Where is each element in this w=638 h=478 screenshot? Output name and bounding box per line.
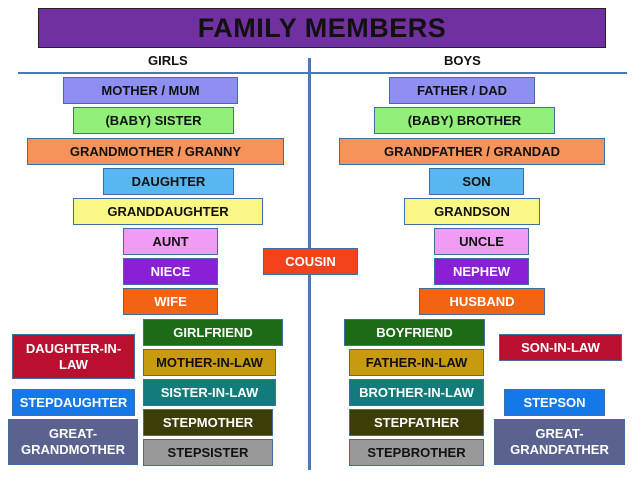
box-boyfriend: BOYFRIEND bbox=[344, 319, 485, 346]
box-father: FATHER / DAD bbox=[389, 77, 535, 104]
box-stepsister: STEPSISTER bbox=[143, 439, 273, 466]
box-nephew: NEPHEW bbox=[434, 258, 529, 285]
box-father-in-law: FATHER-IN-LAW bbox=[349, 349, 484, 376]
box-brother: (BABY) BROTHER bbox=[374, 107, 555, 134]
box-brother-in-law: BROTHER-IN-LAW bbox=[349, 379, 484, 406]
box-stepson: STEPSON bbox=[504, 389, 605, 416]
box-daughter: DAUGHTER bbox=[103, 168, 234, 195]
box-stepdaughter: STEPDAUGHTER bbox=[12, 389, 135, 416]
box-niece: NIECE bbox=[123, 258, 218, 285]
boys-divider bbox=[311, 72, 627, 74]
box-son: SON bbox=[429, 168, 524, 195]
box-mother: MOTHER / MUM bbox=[63, 77, 238, 104]
page-title: FAMILY MEMBERS bbox=[38, 8, 606, 48]
box-uncle: UNCLE bbox=[434, 228, 529, 255]
box-cousin: COUSIN bbox=[263, 248, 358, 275]
box-great-grandmother: GREAT-GRANDMOTHER bbox=[8, 419, 138, 465]
box-son-in-law: SON-IN-LAW bbox=[499, 334, 622, 361]
box-sister: (BABY) SISTER bbox=[73, 107, 234, 134]
box-grandson: GRANDSON bbox=[404, 198, 540, 225]
box-husband: HUSBAND bbox=[419, 288, 545, 315]
box-wife: WIFE bbox=[123, 288, 218, 315]
box-grandmother: GRANDMOTHER / GRANNY bbox=[27, 138, 284, 165]
box-grandfather: GRANDFATHER / GRANDAD bbox=[339, 138, 605, 165]
box-daughter-in-law: DAUGHTER-IN-LAW bbox=[12, 334, 135, 379]
box-great-grandfather: GREAT-GRANDFATHER bbox=[494, 419, 625, 465]
girls-header: GIRLS bbox=[148, 53, 188, 68]
box-stepbrother: STEPBROTHER bbox=[349, 439, 484, 466]
box-stepmother: STEPMOTHER bbox=[143, 409, 273, 436]
girls-divider bbox=[18, 72, 308, 74]
box-sister-in-law: SISTER-IN-LAW bbox=[143, 379, 276, 406]
box-granddaughter: GRANDDAUGHTER bbox=[73, 198, 263, 225]
box-stepfather: STEPFATHER bbox=[349, 409, 484, 436]
box-aunt: AUNT bbox=[123, 228, 218, 255]
box-girlfriend: GIRLFRIEND bbox=[143, 319, 283, 346]
boys-header: BOYS bbox=[444, 53, 481, 68]
box-mother-in-law: MOTHER-IN-LAW bbox=[143, 349, 276, 376]
